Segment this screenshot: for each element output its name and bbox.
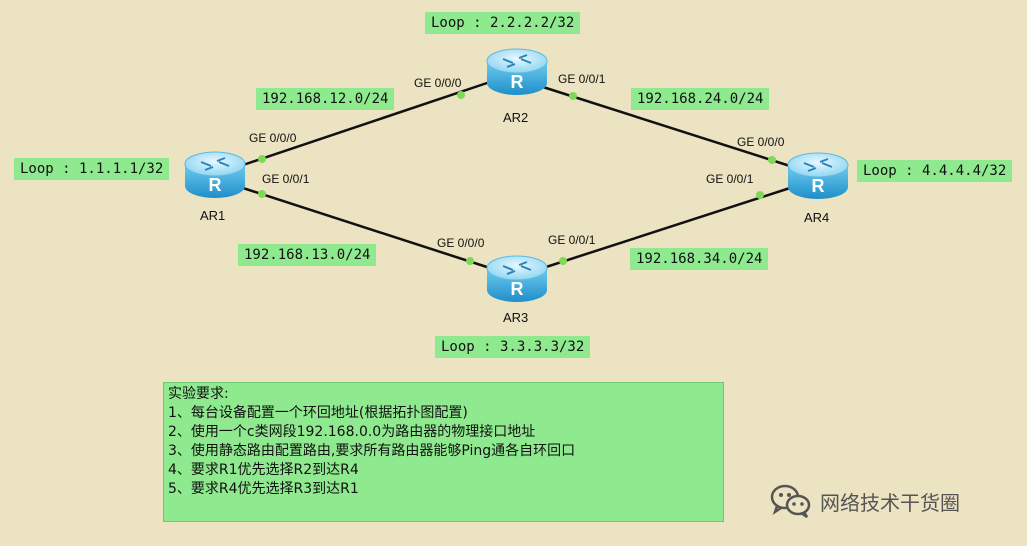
port-label-ar1-ge000: GE 0/0/0 — [249, 131, 297, 145]
links — [242, 80, 791, 270]
port-dot-ar4-ge000 — [768, 156, 776, 164]
router-name-ar3: AR3 — [503, 310, 529, 325]
port-dot-ar2-ge000 — [457, 91, 465, 99]
requirements-title: 实验要求: — [168, 386, 229, 402]
port-dot-ar4-ge001 — [756, 191, 764, 199]
port-label-ar1-ge001: GE 0/0/1 — [262, 172, 310, 186]
router-name-ar4: AR4 — [804, 210, 830, 225]
router-icon-ar2[interactable]: R — [486, 48, 548, 95]
requirement-item: 4、要求R1优先选择R2到达R4 — [168, 462, 359, 478]
port-label-ar2-ge000: GE 0/0/0 — [414, 76, 462, 90]
link-ar1-ar2 — [242, 80, 491, 167]
router-glyph: R — [511, 72, 524, 92]
watermark: 网络技术干货圈 — [770, 484, 960, 518]
wechat-icon — [770, 484, 811, 518]
port-label-ar3-ge001: GE 0/0/1 — [548, 233, 596, 247]
loopback-label-ar2: Loop : 2.2.2.2/32 — [425, 12, 581, 34]
link-ar2-ar4 — [542, 85, 791, 168]
router-icon-ar3[interactable]: R — [486, 255, 548, 302]
router-glyph: R — [812, 176, 825, 196]
port-dot-ar1-ge000 — [258, 155, 266, 163]
port-label-ar4-ge000: GE 0/0/0 — [737, 135, 785, 149]
network-label-12: 192.168.12.0/24 — [256, 88, 395, 110]
port-dot-ar1-ge001 — [258, 190, 266, 198]
router-icon-ar4[interactable]: R — [787, 152, 849, 199]
port-dots — [258, 91, 776, 265]
router-icon-ar1[interactable]: R — [184, 151, 246, 198]
watermark-text: 网络技术干货圈 — [820, 490, 960, 515]
loopback-label-ar4: Loop : 4.4.4.4/32 — [857, 160, 1013, 182]
router-name-ar2: AR2 — [503, 110, 529, 125]
port-dot-ar2-ge001 — [569, 92, 577, 100]
router-glyph: R — [511, 279, 524, 299]
link-ar3-ar4 — [542, 186, 791, 270]
port-dot-ar3-ge000 — [466, 257, 474, 265]
port-label-ar2-ge001: GE 0/0/1 — [558, 72, 606, 86]
router-glyph: R — [209, 175, 222, 195]
requirement-item: 2、使用一个c类网段192.168.0.0为路由器的物理接口地址 — [168, 424, 536, 440]
requirement-item: 5、要求R4优先选择R3到达R1 — [168, 481, 359, 497]
router-name-ar1: AR1 — [200, 208, 226, 223]
loopback-label-ar3: Loop : 3.3.3.3/32 — [435, 336, 591, 358]
port-label-ar3-ge000: GE 0/0/0 — [437, 236, 485, 250]
link-ar1-ar3 — [242, 186, 491, 270]
requirement-item: 1、每台设备配置一个环回地址(根据拓扑图配置) — [168, 405, 468, 421]
network-label-24: 192.168.24.0/24 — [631, 88, 770, 110]
network-label-34: 192.168.34.0/24 — [630, 248, 769, 270]
port-label-ar4-ge001: GE 0/0/1 — [706, 172, 754, 186]
loopback-label-ar1: Loop : 1.1.1.1/32 — [14, 158, 170, 180]
network-label-13: 192.168.13.0/24 — [238, 244, 377, 266]
requirement-item: 3、使用静态路由配置路由,要求所有路由器能够Ping通各自环回口 — [168, 443, 576, 459]
requirements-box: 实验要求: 1、每台设备配置一个环回地址(根据拓扑图配置) 2、使用一个c类网段… — [163, 382, 724, 522]
port-dot-ar3-ge001 — [559, 257, 567, 265]
